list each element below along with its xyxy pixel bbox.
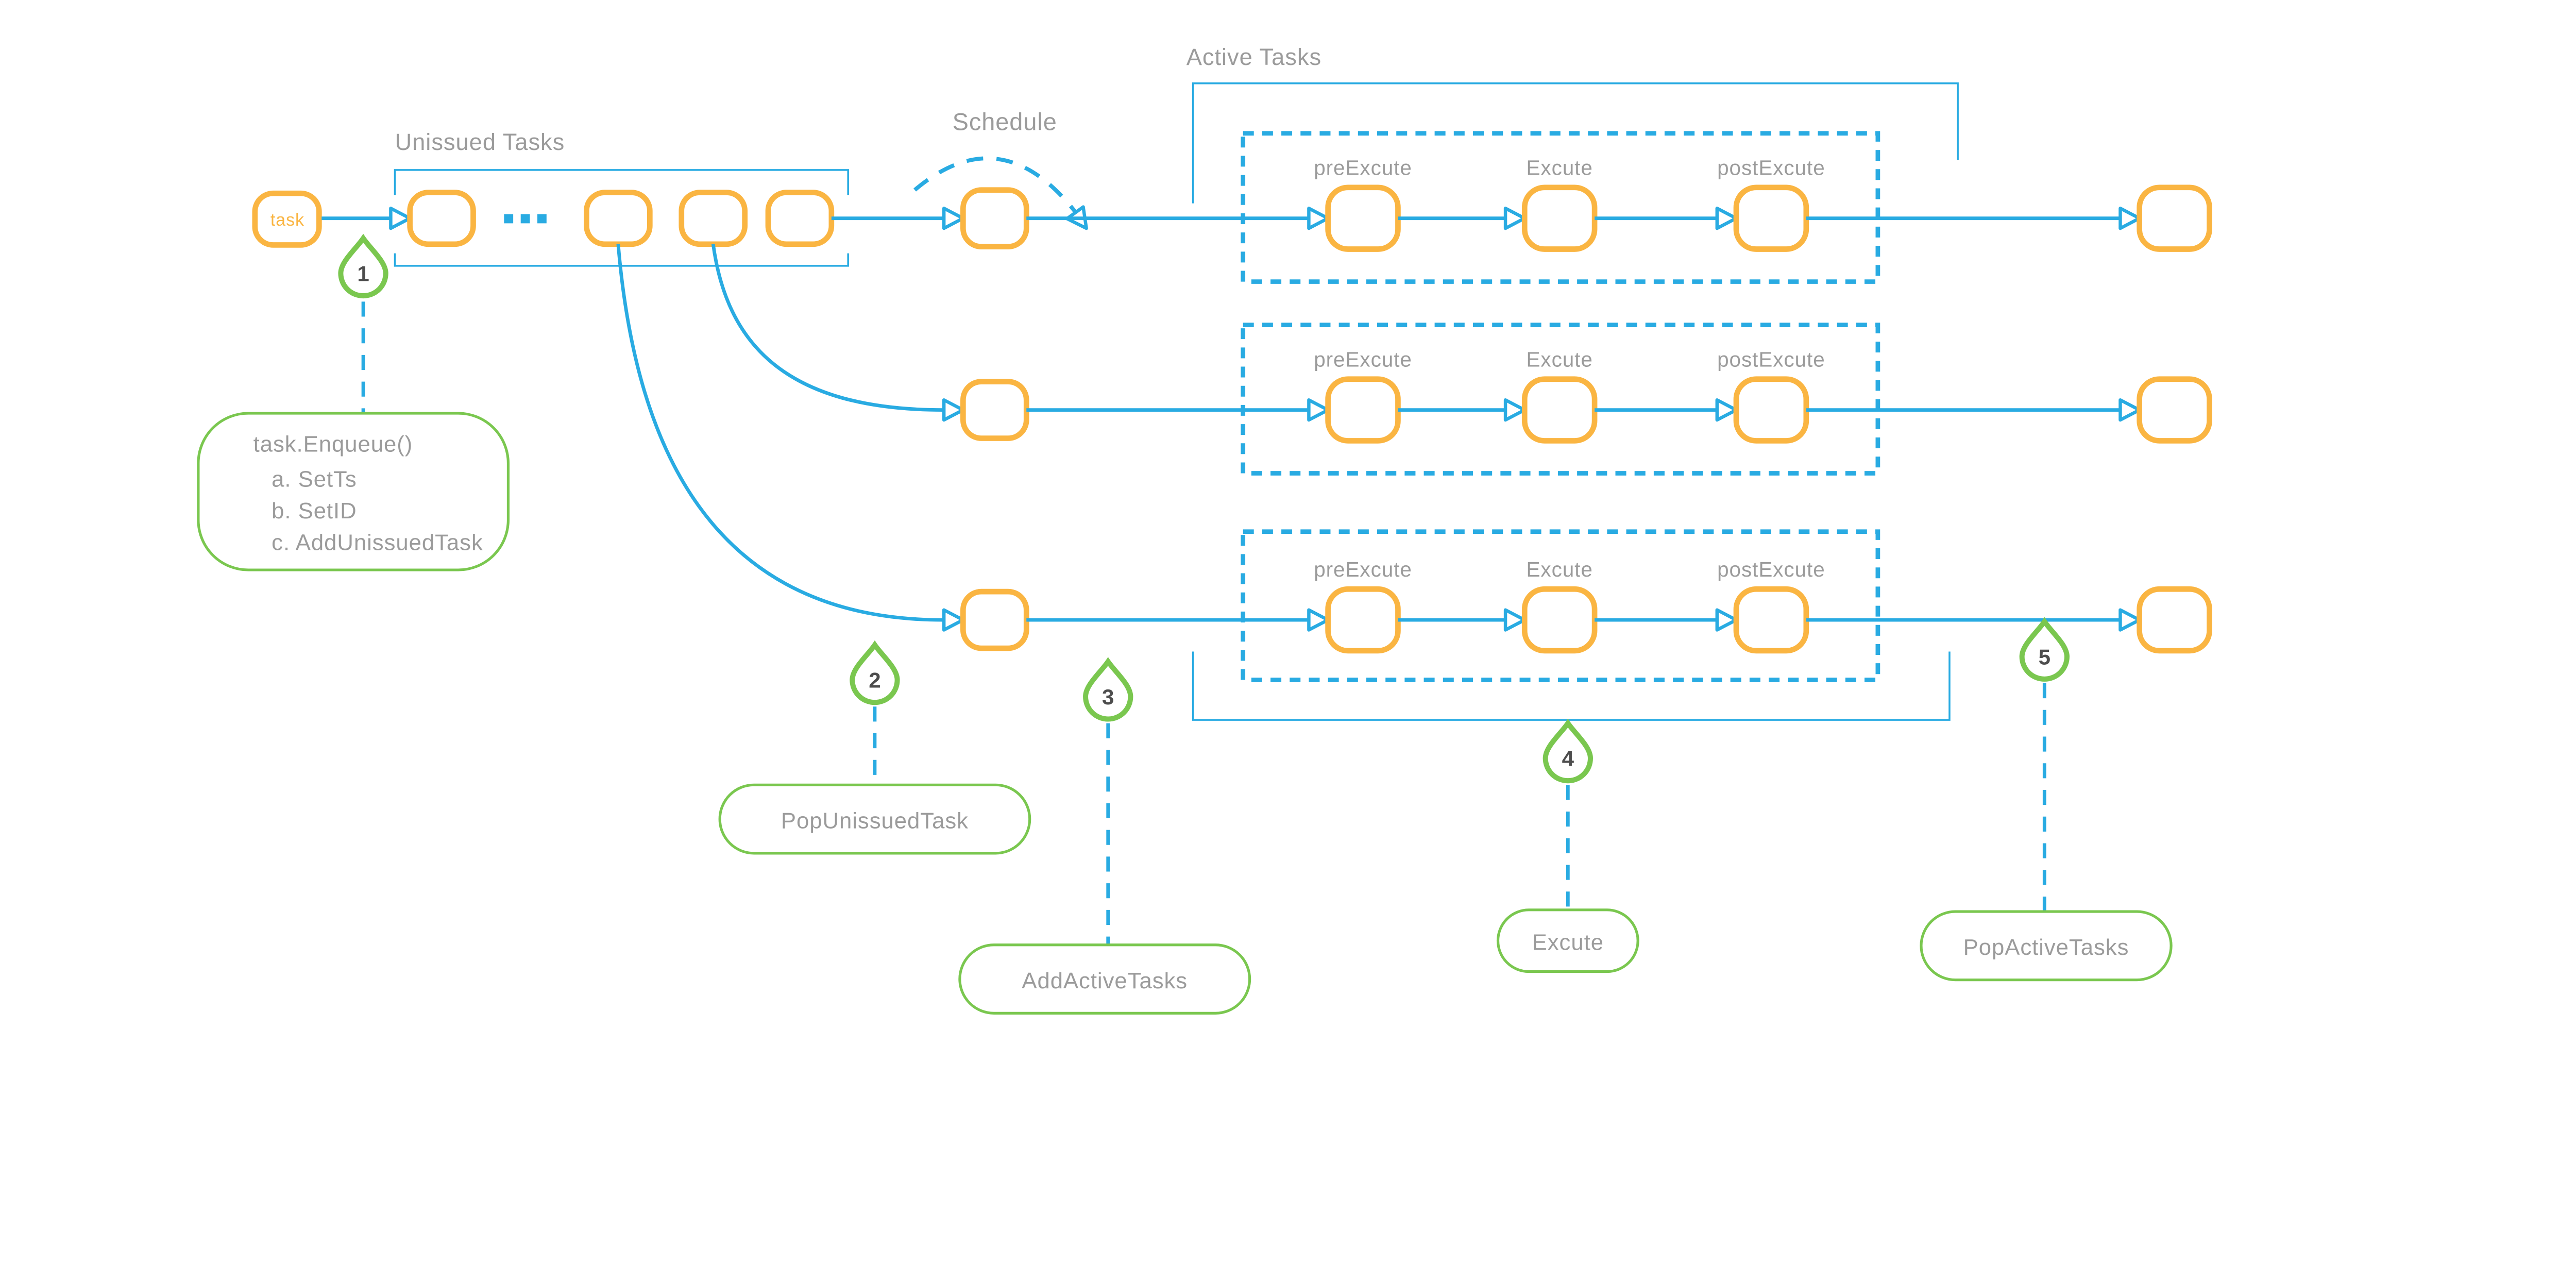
pipeline-dotted-box	[1241, 323, 1880, 476]
arrowhead	[2120, 610, 2139, 630]
stage-label-postExcute: postExcute	[1717, 558, 1825, 581]
worker-row-1: preExcute Excute postExcute	[960, 131, 2212, 284]
stage-label-preExcute: preExcute	[1314, 348, 1412, 372]
schedule-annotation: Schedule	[913, 108, 1095, 234]
arrowhead	[1717, 208, 1736, 228]
marker-5: 5 PopActiveTasks	[1920, 621, 2173, 982]
marker-2-note-pill	[718, 783, 1031, 855]
arrowhead	[1309, 208, 1328, 228]
stage-label-Excute: Excute	[1526, 348, 1592, 372]
curve-queue-to-worker-3	[616, 244, 943, 622]
arrowhead-worker-2	[944, 400, 963, 420]
task-scheduler-flow-diagram: Unissued Tasks task Schedule Active Task…	[197, 44, 2212, 1015]
arrowhead	[2120, 208, 2139, 228]
postExcute-node	[1733, 376, 1809, 444]
queue-node-2	[584, 190, 653, 247]
note-line: c. AddUnissuedTask	[272, 530, 483, 555]
marker-1: 1 task.Enqueue() a. SetTs b. SetID c. Ad…	[197, 238, 510, 571]
arrowhead-task-to-queue	[391, 208, 410, 228]
marker-5-note: PopActiveTasks	[1963, 935, 2129, 960]
arrowhead	[1505, 400, 1524, 420]
arrowhead	[2120, 400, 2139, 420]
preExcute-node	[1325, 376, 1401, 444]
stage-label-preExcute: preExcute	[1314, 156, 1412, 180]
marker-3-note-pill	[958, 943, 1251, 1015]
stage-label-Excute: Excute	[1526, 156, 1592, 180]
marker-2-note: PopUnissuedTask	[781, 808, 969, 833]
Excute-node	[1521, 586, 1598, 654]
marker-4: 4 Excute	[1496, 723, 1639, 973]
queue-node-3	[679, 190, 748, 247]
Excute-node	[1521, 184, 1598, 252]
preExcute-node	[1325, 586, 1401, 654]
postExcute-node	[1733, 586, 1809, 654]
marker-4-note: Excute	[1532, 930, 1604, 955]
task-node	[252, 190, 322, 248]
queue-node-1	[407, 190, 476, 247]
worker-node	[960, 379, 1029, 441]
active-tasks-label: Active Tasks	[1187, 44, 1321, 70]
active-tasks-bracket-top	[1192, 82, 1959, 204]
worker-node	[960, 187, 1029, 249]
active-tasks-bracket-bottom	[1192, 651, 1951, 721]
preExcute-node	[1325, 184, 1401, 252]
stage-label-postExcute: postExcute	[1717, 156, 1825, 180]
marker-1-note-box	[197, 412, 510, 571]
arrowhead	[1505, 208, 1524, 228]
arrowhead	[1717, 400, 1736, 420]
unissued-tasks-section: Unissued Tasks task	[252, 129, 849, 267]
schedule-label: Schedule	[953, 108, 1057, 135]
marker-5-number: 5	[2039, 645, 2050, 669]
stage-label-postExcute: postExcute	[1717, 348, 1825, 372]
arrowhead-worker-1	[944, 208, 963, 228]
task-node-label: task	[270, 210, 304, 230]
queue-node-4	[765, 190, 835, 247]
schedule-arc-arrowhead	[1067, 207, 1094, 234]
marker-2-number: 2	[869, 668, 880, 693]
pipeline-dotted-box	[1241, 131, 1880, 284]
done-node	[2137, 586, 2212, 654]
stage-label-Excute: Excute	[1526, 558, 1592, 581]
marker-4-number: 4	[1562, 747, 1574, 771]
worker-row-2: preExcute Excute postExcute	[960, 323, 2212, 476]
marker-5-note-pill	[1920, 910, 2173, 982]
arrowhead-worker-3	[944, 610, 963, 630]
note-line: b. SetID	[272, 498, 357, 524]
active-tasks-section: Active Tasks	[1187, 44, 1959, 721]
marker-1-number: 1	[357, 262, 369, 286]
unissued-tasks-label: Unissued Tasks	[395, 129, 565, 155]
marker-3-number: 3	[1102, 685, 1114, 709]
arrowhead	[1717, 610, 1736, 630]
unissued-bracket-top	[394, 169, 849, 195]
note-line: a. SetTs	[272, 466, 357, 492]
done-node	[2137, 184, 2212, 252]
arrowhead	[1505, 610, 1524, 630]
curve-queue-to-worker-2	[711, 244, 943, 412]
arrowhead	[1309, 400, 1328, 420]
schedule-dashed-arc	[913, 156, 1078, 215]
postExcute-node	[1733, 184, 1809, 252]
queue-ellipsis-icon	[504, 214, 547, 224]
done-node	[2137, 376, 2212, 444]
worker-node	[960, 588, 1029, 651]
marker-2: 2 PopUnissuedTask	[718, 645, 1031, 855]
Excute-node	[1521, 376, 1598, 444]
marker-4-note-pill	[1496, 908, 1639, 973]
marker-3: 3 AddActiveTasks	[958, 662, 1251, 1015]
marker-3-note: AddActiveTasks	[1022, 968, 1188, 993]
note-line: task.Enqueue()	[253, 431, 413, 457]
dispatch-links	[616, 208, 963, 630]
stage-label-preExcute: preExcute	[1314, 558, 1412, 581]
worker-row-3: preExcute Excute postExcute	[960, 529, 2212, 682]
arrowhead	[1309, 610, 1328, 630]
